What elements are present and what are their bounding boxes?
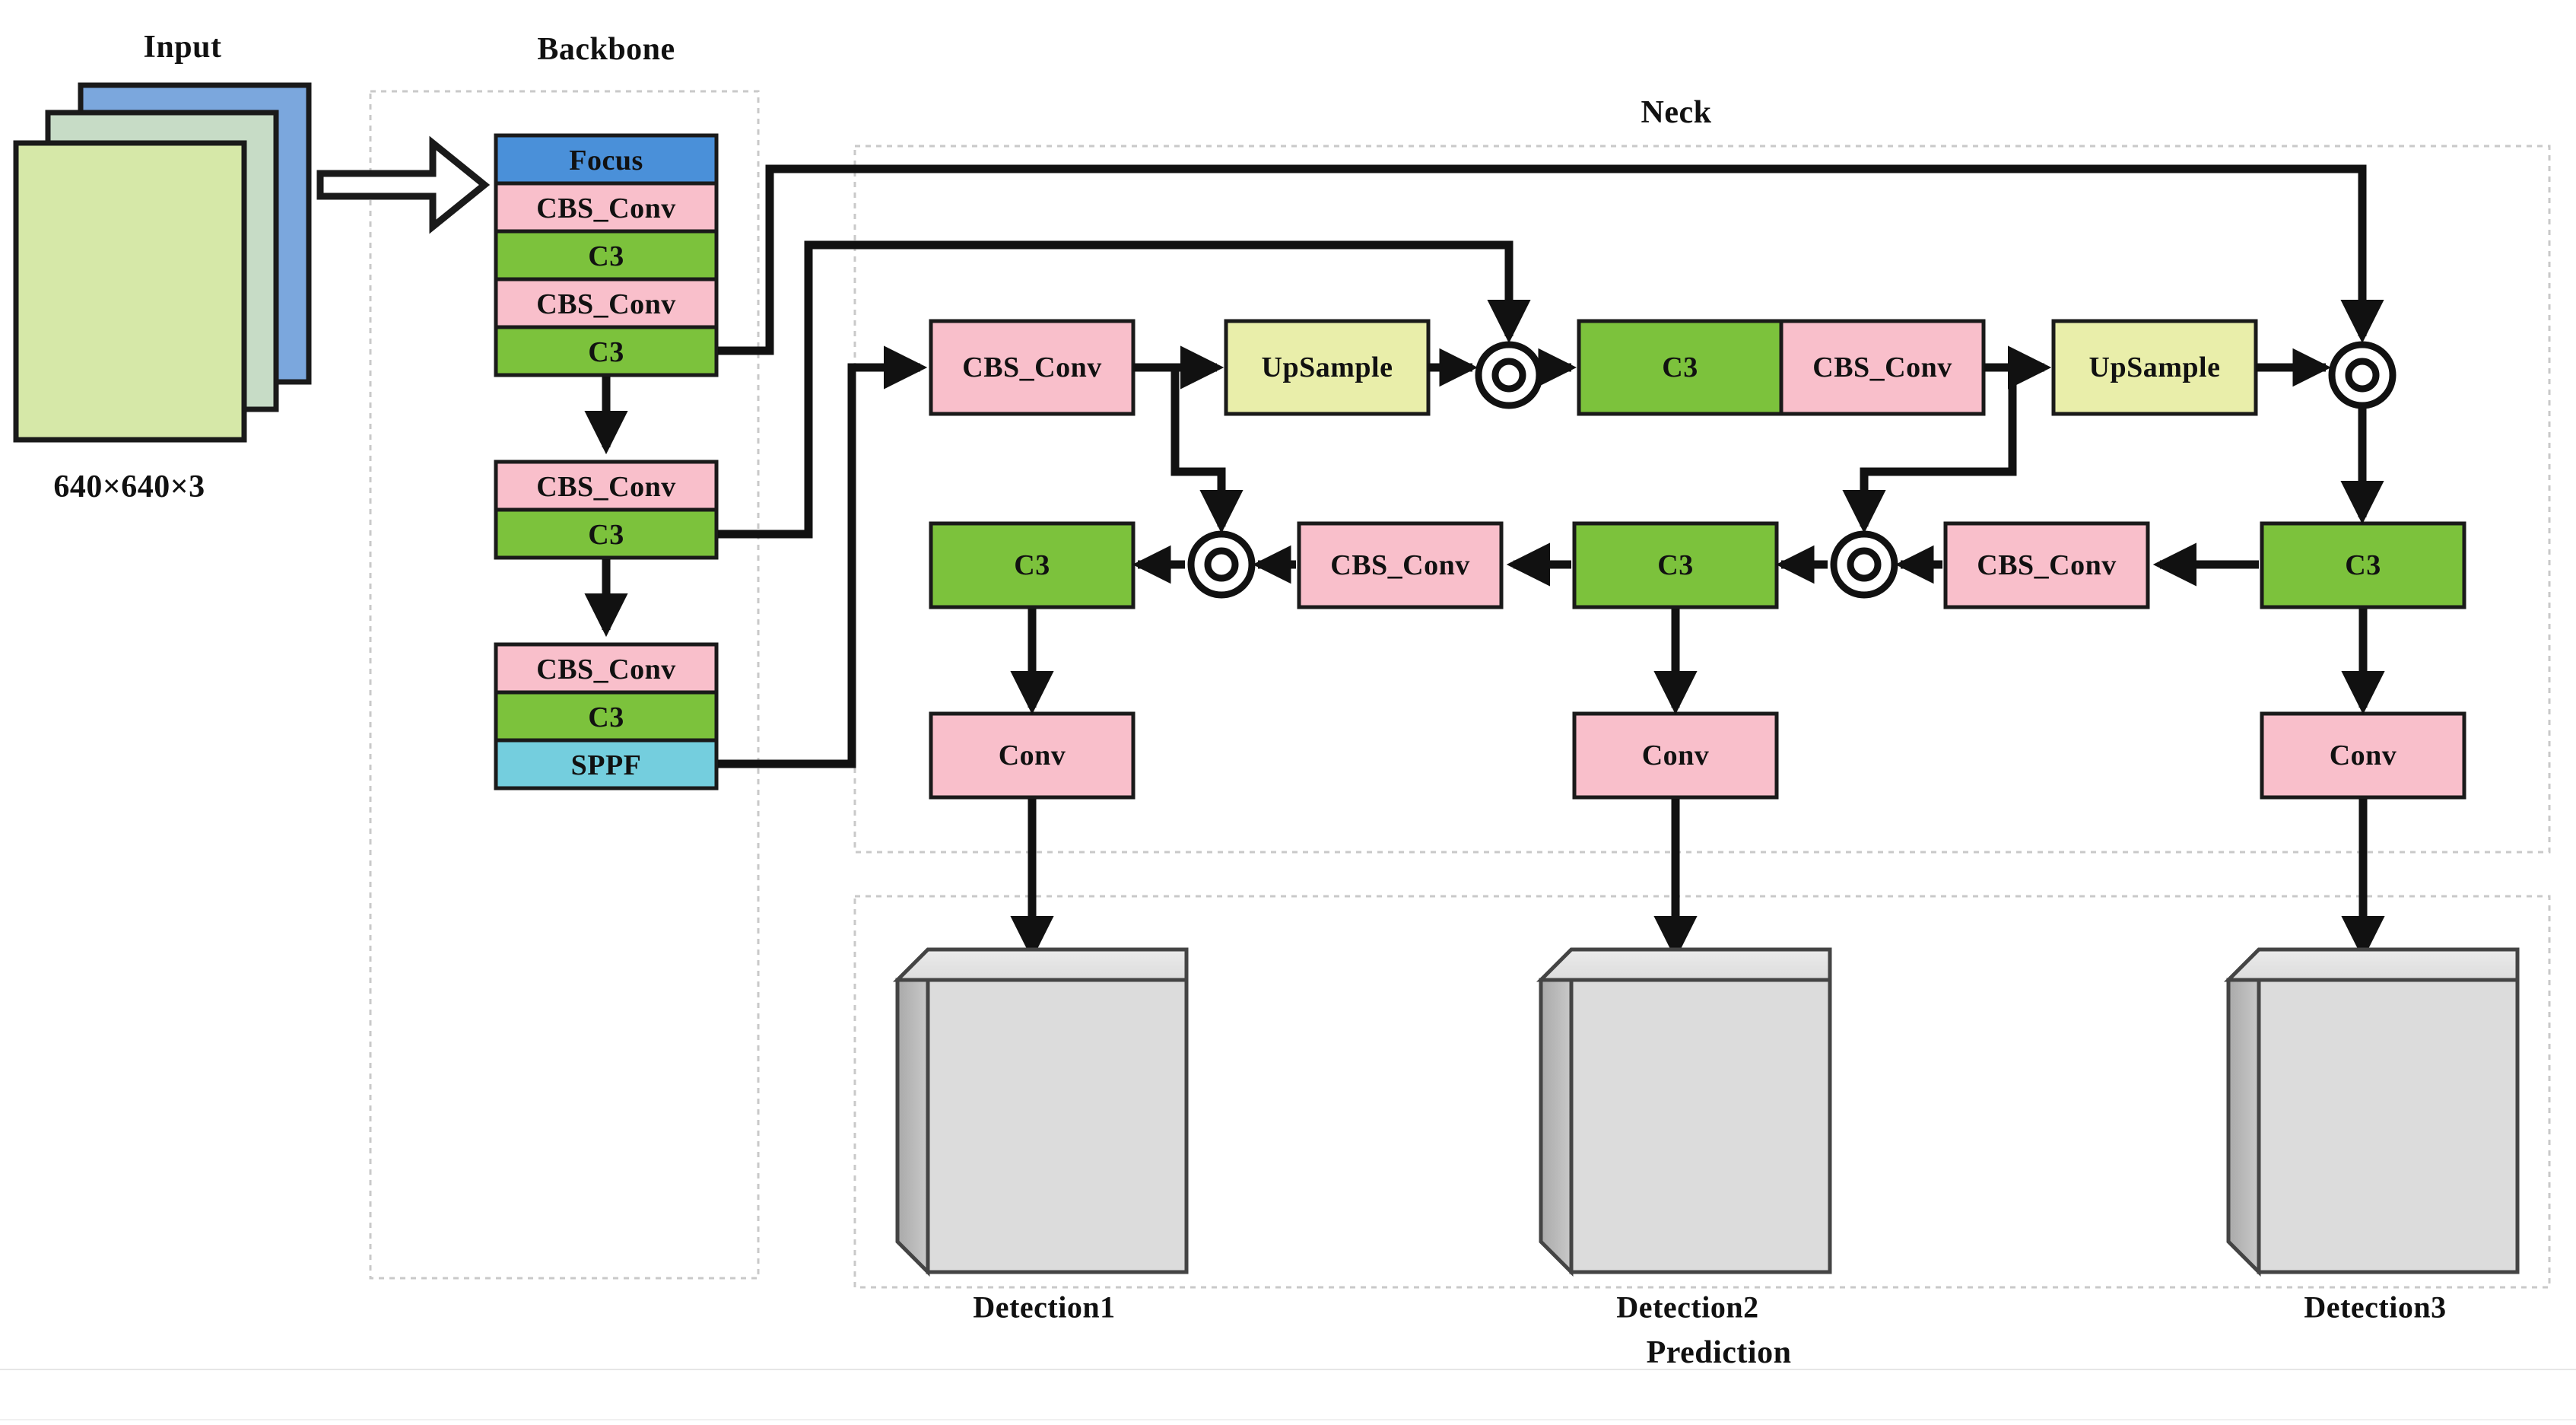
label-backbone-c3-3: C3 [588,519,624,551]
label-neck-cbs-conv-4: CBS_Conv [1977,549,2117,581]
label-detection-1: Detection1 [973,1290,1116,1325]
neck-cbs-conv-1[interactable] [929,319,1136,416]
neck-boundary [853,145,2551,854]
branch-cbsconv1-to-concat3 [1170,367,1244,534]
input-image-stack [13,82,312,443]
label-backbone-c3-1: C3 [588,240,624,272]
input-layer-1 [13,140,247,443]
neck-cbs-conv-2[interactable] [1779,319,1986,416]
neck-cbs-conv-4[interactable] [1943,521,2150,609]
background-grid [0,1369,2576,1420]
detection-box-1[interactable] [892,947,1189,1277]
neck-concat-2[interactable] [2328,341,2397,409]
detection-box-2[interactable] [1536,947,1832,1277]
neck-mid-row [929,521,2466,609]
label-neck-conv-2: Conv [1641,740,1710,771]
label-neck-conv-3: Conv [2329,740,2397,771]
input-dimension-label: 640×640×3 [53,469,205,504]
section-title-prediction: Prediction [1646,1335,1792,1370]
label-neck-c3-top-1: C3 [1662,351,1698,383]
label-neck-cbs-conv-1: CBS_Conv [962,351,1102,383]
label-neck-c3-mid-1: C3 [1014,549,1050,581]
prediction-boundary [853,895,2551,1289]
label-backbone-c3-2: C3 [588,336,624,368]
label-detection-2: Detection2 [1616,1290,1759,1325]
label-neck-upsample-1: UpSample [1261,351,1393,383]
label-neck-cbs-conv-2: CBS_Conv [1812,351,1952,383]
section-title-neck: Neck [1641,95,1712,130]
skip-connection-2 [718,240,1531,539]
backbone-block-c3-2[interactable] [494,325,719,377]
backbone-stack-1 [494,133,719,377]
label-backbone-cbs-4: CBS_Conv [536,654,676,685]
neck-upsample-1[interactable] [1224,319,1431,416]
label-backbone-c3-4: C3 [588,701,624,733]
backbone-boundary [369,90,760,1280]
label-neck-conv-1: Conv [998,740,1066,771]
backbone-block-c3-1[interactable] [494,229,719,282]
backbone-block-c3-3[interactable] [494,507,719,560]
branch-cbsconv2-to-concat4 [1842,367,2017,534]
backbone-stack-3 [494,642,719,790]
label-focus: Focus [569,145,643,177]
label-backbone-cbs-2: CBS_Conv [536,288,676,320]
section-title-backbone: Backbone [537,32,675,67]
label-backbone-cbs-1: CBS_Conv [536,192,676,224]
input-to-backbone-arrow [316,135,491,234]
label-neck-c3-mid-3: C3 [2345,549,2381,581]
detection-box-3[interactable] [2223,947,2520,1277]
section-title-input: Input [143,30,222,65]
label-neck-cbs-conv-3: CBS_Conv [1330,549,1470,581]
neck-conv-1[interactable] [929,711,1136,800]
neck-c3-mid-2[interactable] [1572,521,1779,609]
neck-c3-mid-3[interactable] [2260,521,2466,609]
label-backbone-cbs-3: CBS_Conv [536,471,676,503]
label-neck-upsample-2: UpSample [2088,351,2221,383]
backbone-block-cbs-conv-1[interactable] [494,181,719,234]
neck-concat-4[interactable] [1830,530,1898,599]
skip-connection-1 [718,164,2384,355]
neck-upsample-2[interactable] [2051,319,2258,416]
backbone-block-focus[interactable] [494,133,719,186]
neck-conv-row [929,711,2466,800]
skip-connection-3 [718,345,928,768]
neck-top-row [929,319,2258,416]
neck-conv-2[interactable] [1572,711,1779,800]
neck-concat-3[interactable] [1187,530,1256,599]
concat-nodes [1187,341,2397,599]
backbone-block-cbs-conv-4[interactable] [494,642,719,695]
backbone-block-c3-4[interactable] [494,690,719,743]
backbone-block-cbs-conv-2[interactable] [494,277,719,329]
neck-conv-3[interactable] [2260,711,2466,800]
neck-concat-1[interactable] [1475,341,1543,409]
label-detection-3: Detection3 [2304,1290,2447,1325]
backbone-block-cbs-conv-3[interactable] [494,460,719,512]
label-neck-c3-mid-2: C3 [1657,549,1694,581]
neck-cbs-conv-3[interactable] [1297,521,1504,609]
backbone-block-sppf[interactable] [494,738,719,790]
backbone-stack-2 [494,460,719,560]
label-backbone-sppf: SPPF [570,749,642,781]
